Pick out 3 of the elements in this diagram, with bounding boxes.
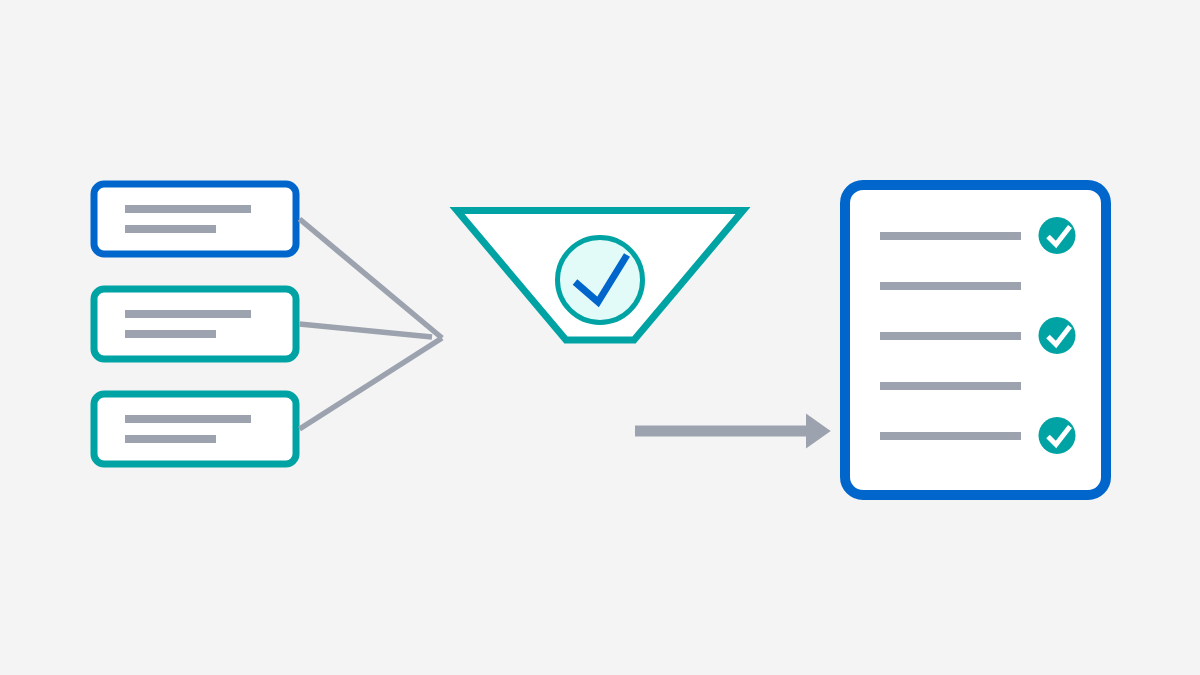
connector-line (297, 216, 444, 341)
connector-line (299, 321, 433, 340)
connector-line (298, 335, 444, 432)
